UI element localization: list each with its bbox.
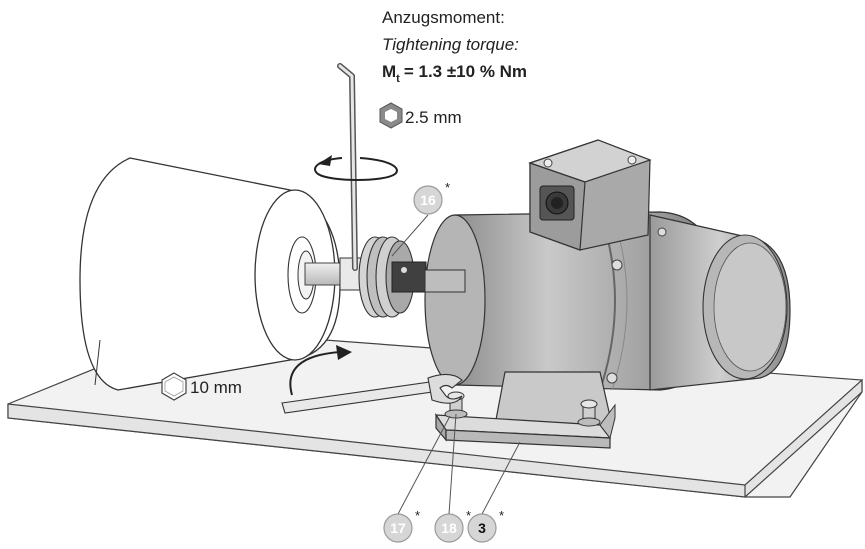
- callout-16-asterisk: *: [445, 180, 450, 195]
- callout-17: 17 *: [383, 508, 420, 543]
- callout-16-number: 16: [420, 192, 436, 208]
- wrench-size-label: 10 mm: [190, 378, 242, 397]
- torque-label-en: Tightening torque:: [382, 35, 519, 54]
- callout-18-asterisk: *: [466, 508, 471, 523]
- torque-label-de: Anzugsmoment:: [382, 8, 505, 27]
- callout-3-asterisk: *: [499, 508, 504, 523]
- hex-key-size-label: 2.5 mm: [405, 108, 462, 127]
- callout-17-asterisk: *: [415, 508, 420, 523]
- hex-socket-icon: [379, 102, 403, 129]
- torque-value-text: = 1.3 ±10 % Nm: [404, 62, 527, 81]
- hex-nut-icon: [161, 372, 187, 401]
- terminal-box: [528, 139, 652, 251]
- driven-cylinder: [79, 157, 341, 391]
- callout-3: 3 *: [467, 508, 504, 543]
- torque-value: Mt = 1.3 ±10 % Nm: [382, 62, 527, 85]
- callout-17-number: 17: [390, 520, 406, 536]
- hex-key-tool: [337, 63, 358, 271]
- callout-18: 18 *: [434, 508, 471, 543]
- rotation-arrow-icon: [314, 155, 398, 181]
- electric-motor: [424, 211, 791, 391]
- torque-symbol: M: [382, 62, 396, 81]
- open-end-wrench-tool: [281, 373, 463, 414]
- callout-leaders: [391, 214, 521, 515]
- torque-subscript: t: [396, 73, 400, 85]
- wrench-rotation-arrow-icon: [289, 345, 352, 396]
- callout-16: 16 *: [413, 180, 450, 215]
- callout-18-number: 18: [441, 520, 457, 536]
- callout-3-number: 3: [478, 520, 486, 536]
- shaft-coupling: [339, 236, 427, 318]
- mounting-bolt-rear: [577, 399, 601, 427]
